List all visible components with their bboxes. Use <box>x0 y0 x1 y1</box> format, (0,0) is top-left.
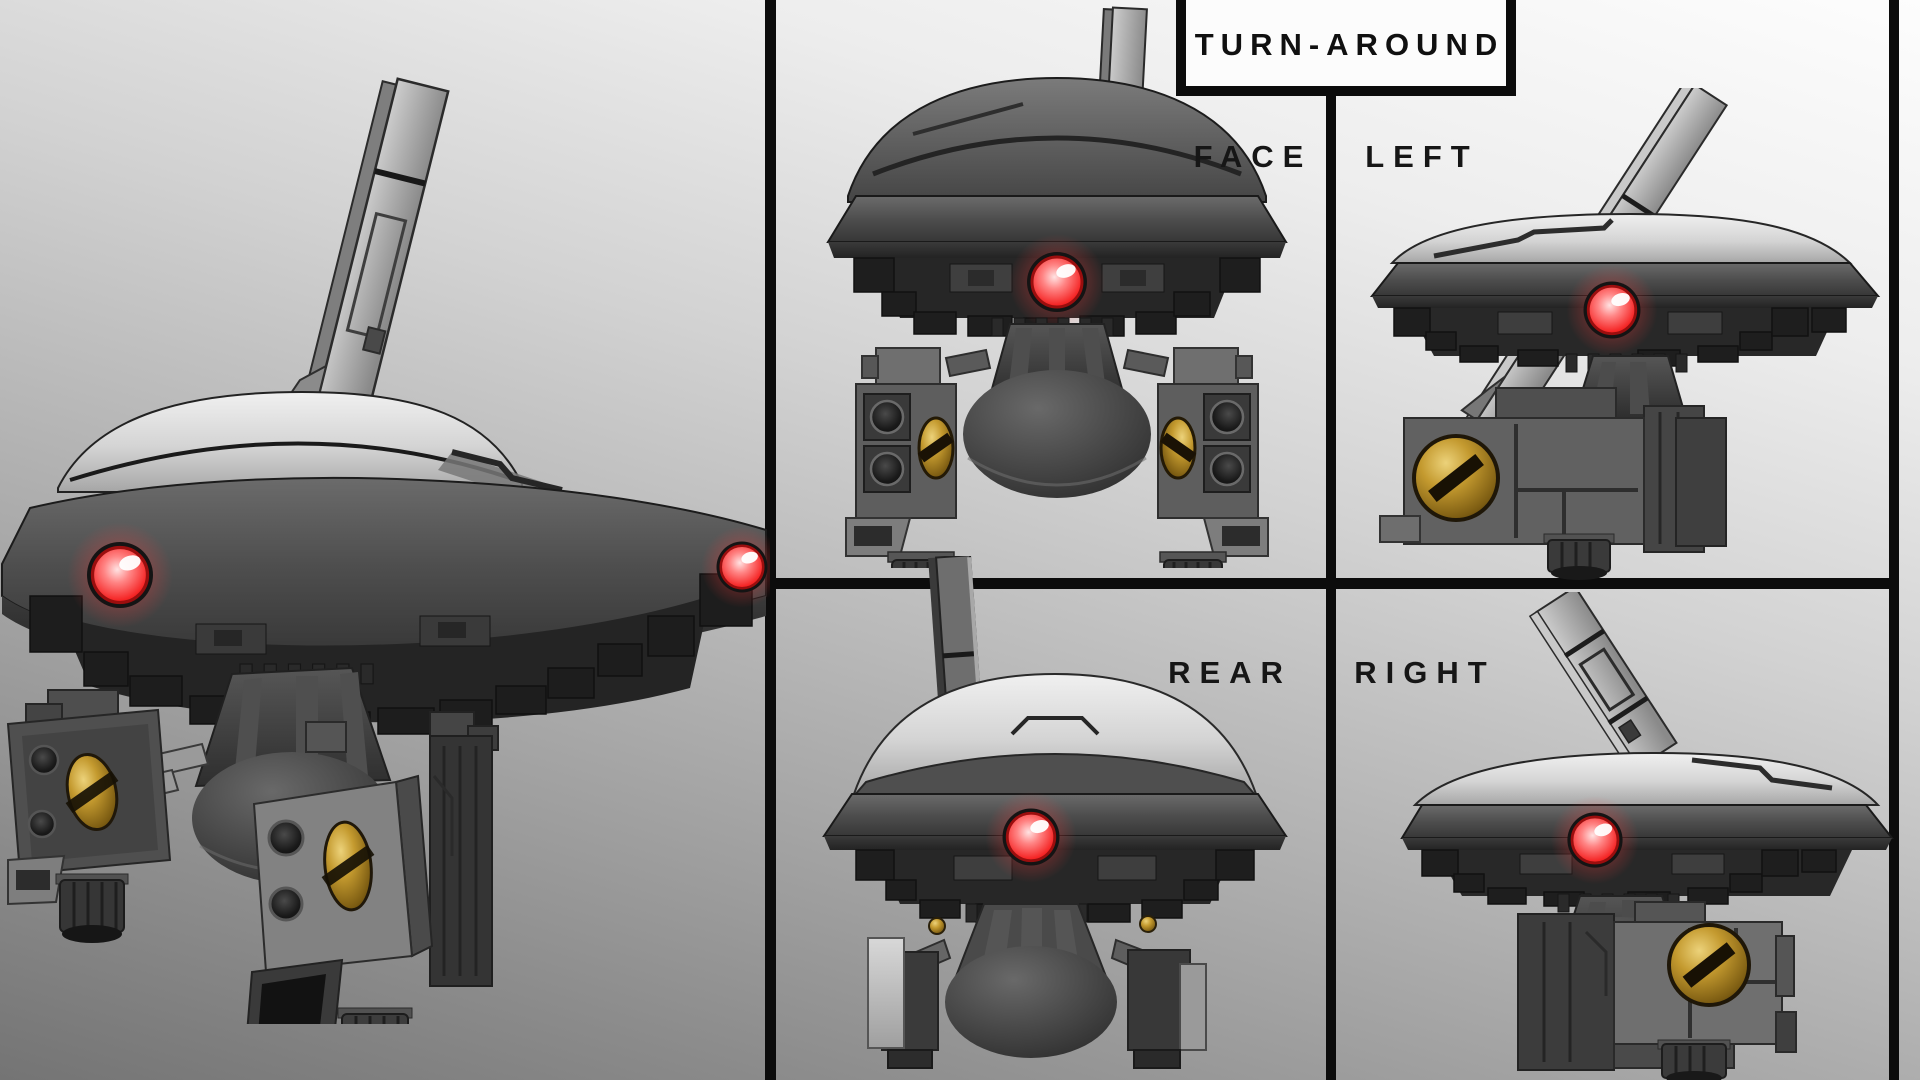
eye-light <box>983 789 1079 885</box>
weapon-pod-side <box>1517 901 1797 1080</box>
weapon-pod-right <box>1156 346 1270 568</box>
arm-right-rear <box>1110 915 1207 1069</box>
robot-right-view <box>1400 592 1895 1080</box>
robot-face-view <box>826 6 1288 568</box>
view-label-right: RIGHT <box>1354 655 1496 690</box>
arm-left-rear <box>867 917 952 1069</box>
body-sphere <box>963 370 1151 498</box>
eye-light-left <box>65 520 175 630</box>
view-label-left: LEFT <box>1365 139 1479 174</box>
saucer-rim <box>1400 804 1895 850</box>
grid-divider-vertical-left <box>765 0 776 1080</box>
under-rim-teeth <box>1421 849 1852 907</box>
saucer-dome <box>1412 751 1881 806</box>
title-box: TURN-AROUND <box>1176 0 1516 96</box>
weapon-pod-right <box>246 711 499 1024</box>
weapon-pod-side <box>1379 387 1727 580</box>
under-rim-teeth <box>1393 307 1847 367</box>
robot-rear-view <box>822 556 1288 1069</box>
sheet-title: TURN-AROUND <box>1194 27 1505 62</box>
robot-left-view <box>1369 88 1881 580</box>
saucer-dome <box>847 76 1267 203</box>
weapon-pod-left <box>844 346 958 568</box>
eye-light <box>1007 232 1107 332</box>
saucer-rim <box>826 195 1288 258</box>
saucer-dome <box>1389 212 1853 264</box>
eye-light <box>1564 262 1660 358</box>
grid-divider-horizontal <box>765 578 1899 589</box>
view-label-face: FACE <box>1193 139 1313 174</box>
eye-light <box>1549 794 1641 886</box>
robot-main-view <box>0 77 770 1024</box>
weapon-pod-left <box>6 689 172 943</box>
saucer-dome <box>57 390 563 504</box>
grid-divider-vertical-middle <box>1326 0 1336 1080</box>
view-label-rear: REAR <box>1168 655 1292 690</box>
grid-divider-vertical-right <box>1889 0 1899 1080</box>
antenna-fin <box>1528 592 1678 774</box>
saucer-dome <box>851 672 1259 797</box>
body-sphere <box>945 946 1117 1058</box>
